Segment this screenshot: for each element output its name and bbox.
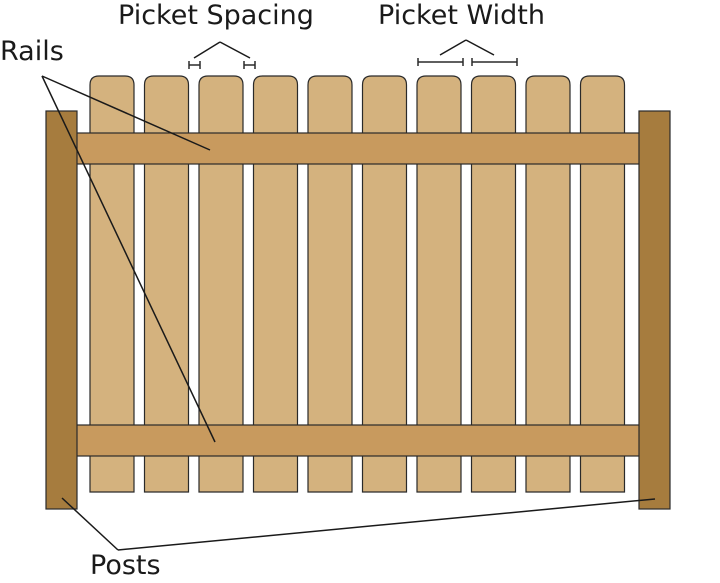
picket (89, 75, 135, 493)
rails-leader (41, 75, 211, 151)
width-marker-left (417, 58, 464, 66)
spacing-marker-left (188, 61, 201, 69)
posts (45, 110, 671, 510)
rail-bottom (75, 424, 641, 457)
pickets (89, 75, 626, 493)
rails (75, 132, 641, 457)
width-leader (465, 39, 495, 56)
picket (361, 75, 408, 493)
picket-width-label: Picket Width (378, 0, 545, 31)
rails-label: Rails (0, 36, 64, 67)
post-right (638, 110, 671, 510)
rails-leader (41, 75, 216, 443)
picket (579, 75, 626, 493)
picket (416, 75, 462, 493)
spacing-marker-right (243, 61, 256, 69)
posts-label: Posts (90, 550, 161, 581)
picket (198, 75, 244, 493)
picket (252, 75, 299, 493)
dimension-markers (188, 58, 518, 69)
picket (307, 75, 353, 493)
picket-spacing-label: Picket Spacing (118, 0, 314, 31)
width-marker-right (471, 58, 518, 66)
leader-lines (41, 39, 656, 551)
posts-leader (117, 498, 656, 551)
rail-top (75, 132, 641, 165)
picket (525, 75, 571, 493)
width-leader (439, 39, 467, 56)
spacing-leader (193, 41, 221, 59)
posts-leader (61, 497, 119, 551)
post-left (45, 110, 78, 510)
picket (470, 75, 517, 493)
picket (143, 75, 190, 493)
spacing-leader (219, 41, 251, 59)
